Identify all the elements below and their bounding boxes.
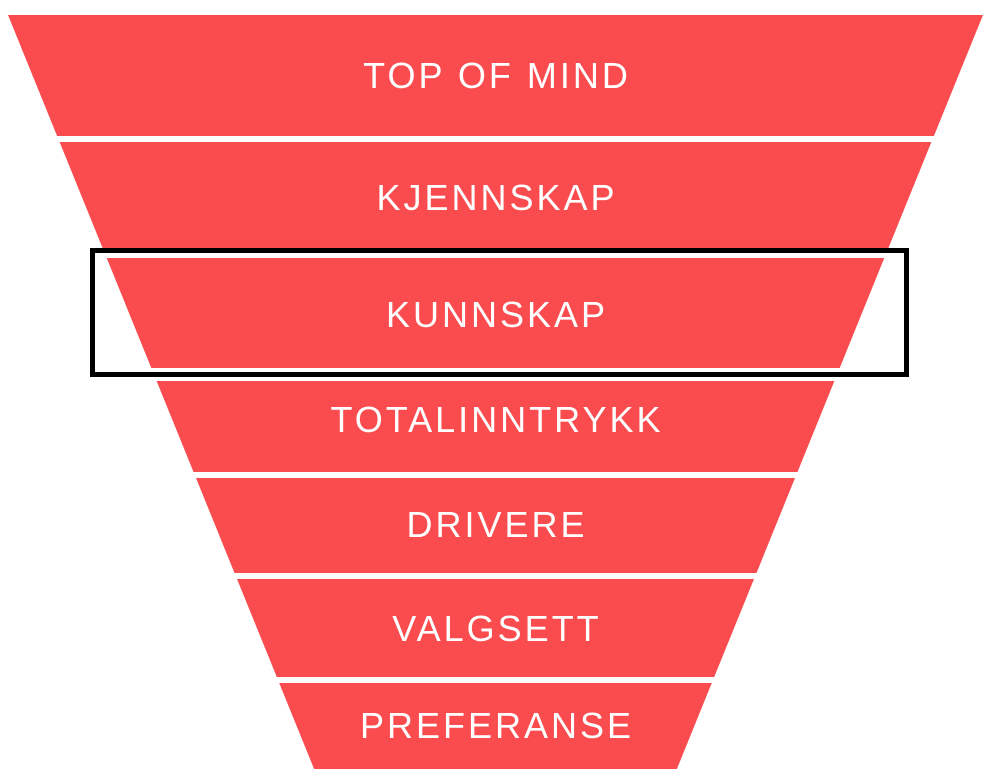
stage-label: DRIVERE xyxy=(406,504,587,545)
stage-label: KUNNSKAP xyxy=(386,294,608,335)
funnel-segment-shape xyxy=(279,683,712,769)
stage-label: PREFERANSE xyxy=(360,705,634,746)
funnel-stage-top-of-mind: TOP OF MIND xyxy=(8,15,983,136)
stage-label: VALGSETT xyxy=(392,608,601,649)
highlight-box xyxy=(90,248,909,377)
funnel-stage-valgsett: VALGSETT xyxy=(237,579,754,677)
funnel-segment-shape xyxy=(156,381,835,472)
funnel-stage-kjennskap: KJENNSKAP xyxy=(59,142,932,252)
funnel-stage-kunnskap: KUNNSKAP xyxy=(106,258,885,368)
funnel-segment-shape xyxy=(196,478,795,573)
stage-label: TOTALINNTRYKK xyxy=(330,399,663,440)
funnel-segment-shape xyxy=(106,258,885,368)
stage-label: TOP OF MIND xyxy=(363,55,631,96)
funnel-segment-shape xyxy=(8,15,983,136)
funnel-stage-totalinntrykk: TOTALINNTRYKK xyxy=(156,381,835,472)
funnel-segment-shape xyxy=(237,579,754,677)
funnel-stage-preferanse: PREFERANSE xyxy=(279,683,712,769)
funnel-segment-shape xyxy=(59,142,932,252)
stage-label: KJENNSKAP xyxy=(376,177,617,218)
funnel-stage-drivere: DRIVERE xyxy=(196,478,795,573)
